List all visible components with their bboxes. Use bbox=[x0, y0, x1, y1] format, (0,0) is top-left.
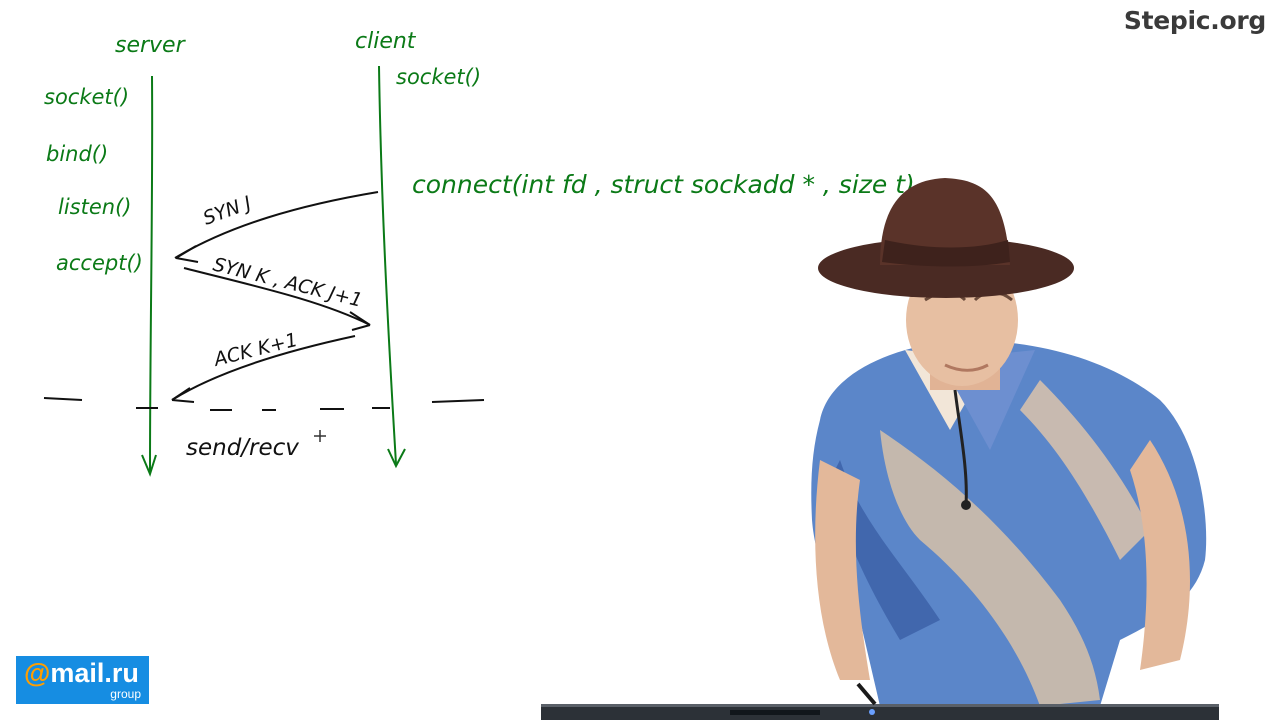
server-label: server bbox=[115, 33, 187, 58]
client-timeline bbox=[378, 65, 397, 465]
ack-arrow bbox=[171, 335, 356, 401]
logo-at: @ bbox=[24, 658, 51, 688]
server-timeline bbox=[149, 75, 154, 473]
syn-arrowhead bbox=[175, 245, 199, 263]
syn-ack-arrowhead bbox=[349, 311, 371, 331]
handshake-separator bbox=[43, 397, 485, 411]
client-call-socket: socket() bbox=[396, 65, 481, 89]
client-label: client bbox=[355, 29, 417, 54]
server-call-accept: accept() bbox=[56, 251, 143, 275]
logo-name: mail.ru bbox=[50, 658, 139, 688]
logo-subtitle: group bbox=[110, 687, 141, 701]
syn-ack-arrow bbox=[183, 267, 371, 326]
logo-main: @mail.ru bbox=[24, 658, 139, 689]
connect-signature: connect(int fd , struct sockadd * , size… bbox=[412, 170, 915, 199]
cursor-crosshair-icon bbox=[314, 430, 326, 442]
mailru-group-logo: @mail.ru group bbox=[16, 656, 149, 704]
server-call-socket: socket() bbox=[44, 85, 129, 109]
presenter bbox=[811, 178, 1207, 706]
send-recv-label: send/recv bbox=[186, 435, 299, 461]
server-call-listen: listen() bbox=[58, 195, 131, 219]
server-call-bind: bind() bbox=[46, 142, 108, 166]
ack-arrowhead bbox=[171, 387, 195, 403]
ack-label: ACK K+1 bbox=[210, 329, 300, 371]
client-timeline-arrowhead bbox=[387, 448, 406, 469]
site-brand: Stepic.org bbox=[1123, 6, 1266, 35]
syn-ack-label: SYN K , ACK J+1 bbox=[211, 254, 365, 312]
server-timeline-arrowhead bbox=[141, 454, 157, 477]
keyboard bbox=[541, 682, 1219, 720]
